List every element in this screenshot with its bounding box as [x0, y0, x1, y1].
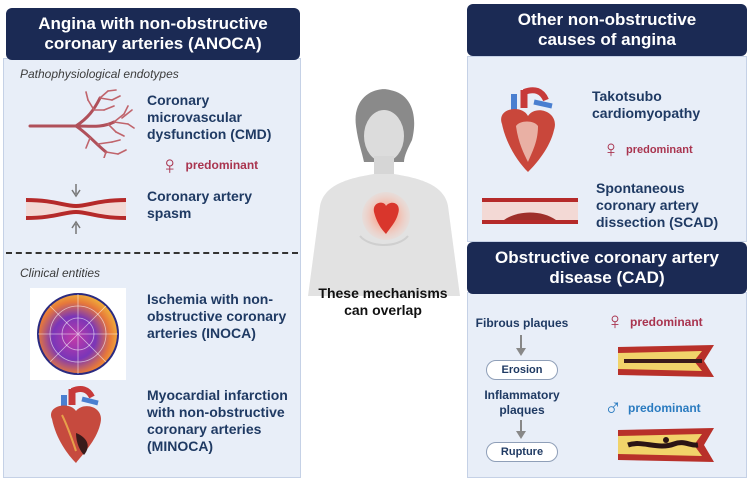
- predominant-label: predominant: [630, 315, 703, 329]
- fibrous-label: Fibrous plaques: [475, 316, 569, 330]
- spasm-line1: Coronary artery: [147, 188, 253, 204]
- overlap-line2: can overlap: [344, 302, 422, 318]
- heart-infarct-icon: [51, 386, 102, 463]
- inoca-line1: Ischemia with non-: [147, 291, 274, 307]
- overlap-text: These mechanisms can overlap: [300, 285, 466, 319]
- predominant-label: predominant: [626, 144, 693, 156]
- scad-line1: Spontaneous: [596, 180, 685, 196]
- takotsubo-female-predominant: ♀ predominant: [602, 138, 693, 162]
- minoca-line2: with non-obstructive: [147, 404, 285, 420]
- cmd-female-predominant: ♀ predominant: [160, 152, 258, 178]
- arrow-down-icon: [516, 335, 526, 356]
- scad-line2: coronary artery: [596, 197, 699, 213]
- cad-female-predominant: ♀ predominant: [606, 310, 703, 334]
- scad-line3: dissection (SCAD): [596, 214, 719, 230]
- artery-spasm-icon: [25, 184, 127, 234]
- perfusion-map-icon: [30, 288, 126, 380]
- heart-center-icon: [362, 192, 410, 240]
- overlap-line1: These mechanisms: [318, 285, 448, 301]
- minoca-line4: (MINOCA): [147, 438, 214, 454]
- rupture-box: Rupture: [486, 442, 558, 462]
- erosion-box: Erosion: [486, 360, 558, 380]
- cad-line2: disease (CAD): [549, 268, 665, 287]
- inflammatory-line1: Inflammatory: [484, 388, 560, 402]
- inflammatory-label: Inflammatory plaques: [474, 388, 570, 418]
- scad-text: Spontaneous coronary artery dissection (…: [596, 180, 718, 231]
- cmd-text: Coronary microvascular dysfunction (CMD): [147, 92, 271, 143]
- female-symbol-icon: ♀: [160, 150, 180, 180]
- clinical-label: Clinical entities: [20, 266, 101, 280]
- microvascular-icon: [28, 89, 135, 158]
- cad-line1: Obstructive coronary artery: [495, 247, 719, 267]
- predominant-label: predominant: [185, 158, 259, 172]
- scad-artery-icon: [482, 198, 578, 224]
- anoca-header-line1: Angina with non-obstructive: [38, 13, 268, 33]
- takotsubo-line2: cardiomyopathy: [592, 105, 701, 121]
- minoca-line1: Myocardial infarction: [147, 387, 288, 403]
- divider: [6, 252, 298, 254]
- takotsubo-line1: Takotsubo: [592, 88, 662, 104]
- cad-male-predominant: ♂ predominant: [604, 396, 701, 420]
- takotsubo-text: Takotsubo cardiomyopathy: [592, 88, 700, 122]
- male-symbol-icon: ♂: [604, 394, 622, 421]
- cad-header: Obstructive coronary artery disease (CAD…: [467, 242, 747, 294]
- predominant-label: predominant: [628, 401, 701, 415]
- anoca-panel: [3, 58, 301, 478]
- fibrous-plaque-artery-icon: [618, 345, 714, 377]
- minoca-line3: coronary arteries: [147, 421, 262, 437]
- female-symbol-icon: ♀: [602, 136, 620, 163]
- inflammatory-line2: plaques: [499, 403, 545, 417]
- female-symbol-icon: ♀: [606, 308, 624, 335]
- cmd-line1: Coronary: [147, 92, 210, 108]
- takotsubo-heart-icon: [501, 87, 555, 172]
- arrow-down-icon: [516, 420, 526, 439]
- anoca-header: Angina with non-obstructive coronary art…: [6, 8, 300, 60]
- cmd-line3: dysfunction (CMD): [147, 126, 272, 142]
- other-causes-header: Other non-obstructive causes of angina: [467, 4, 747, 56]
- spasm-line2: spasm: [147, 205, 192, 221]
- cmd-line2: microvascular: [147, 109, 242, 125]
- spasm-text: Coronary artery spasm: [147, 188, 252, 222]
- other-causes-line1: Other non-obstructive: [517, 9, 697, 29]
- endotypes-label: Pathophysiological endotypes: [20, 67, 179, 81]
- inoca-text: Ischemia with non- obstructive coronary …: [147, 291, 286, 342]
- minoca-text: Myocardial infarction with non-obstructi…: [147, 387, 288, 455]
- inoca-line3: arteries (INOCA): [147, 325, 256, 341]
- other-causes-line2: causes of angina: [538, 30, 676, 49]
- anoca-header-line2: coronary arteries (ANOCA): [44, 34, 262, 53]
- ruptured-plaque-artery-icon: [618, 428, 714, 462]
- inoca-line2: obstructive coronary: [147, 308, 287, 324]
